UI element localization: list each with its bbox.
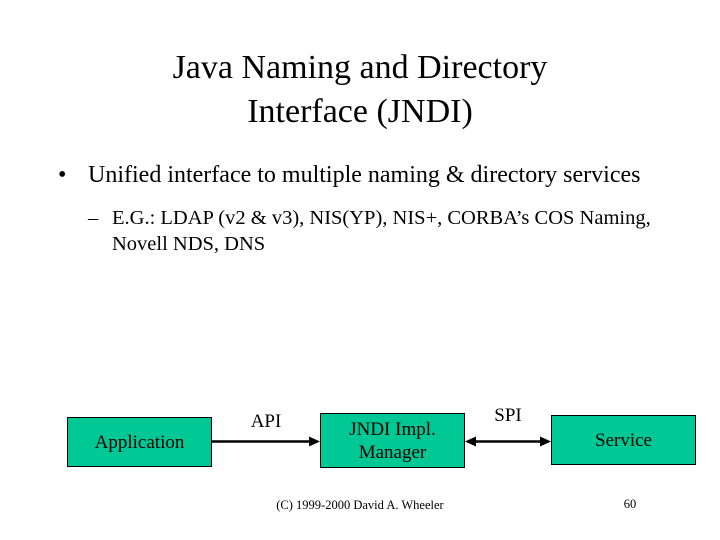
footer-page-number: 60 [623, 497, 637, 511]
bullet-text-level2: E.G.: LDAP (v2 & v3), NIS(YP), NIS+, COR… [112, 207, 651, 255]
diagram-node-application[interactable]: Application [67, 417, 212, 467]
diagram-node-jndi-impl-manager[interactable]: JNDI Impl. Manager [320, 413, 465, 468]
bullet-item-level1: • Unified interface to multiple naming &… [0, 160, 720, 191]
bullet-marker-dot: • [58, 162, 67, 188]
diagram-node-service[interactable]: Service [551, 415, 696, 465]
bullet-text-level1: Unified interface to multiple naming & d… [88, 162, 641, 188]
bullet-marker-dash: – [88, 207, 99, 229]
page-title-line-1: Java Naming and Directory [172, 49, 548, 86]
page-title: Java Naming and Directory Interface (JND… [40, 46, 680, 134]
bullet-list: • Unified interface to multiple naming &… [0, 160, 720, 257]
footer-credit: (C) 1999-2000 David A. Wheeler [276, 498, 444, 512]
diagram-edge-label-api: API [250, 411, 282, 432]
diagram-node-jndi-impl-manager-label: JNDI Impl. Manager [349, 418, 436, 463]
diagram-node-application-label: Application [94, 431, 185, 453]
bullet-item-level2: – E.G.: LDAP (v2 & v3), NIS(YP), NIS+, C… [0, 205, 720, 257]
diagram-edge-label-spi: SPI [494, 405, 522, 426]
diagram-node-service-label: Service [595, 429, 652, 451]
page-title-line-2: Interface (JNDI) [247, 93, 473, 130]
